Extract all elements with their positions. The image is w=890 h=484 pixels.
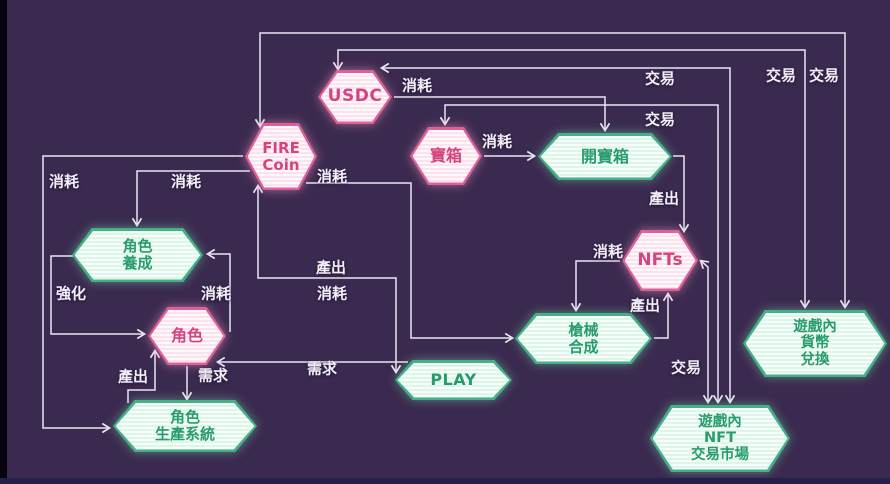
edge-label-consume-8: 消耗 — [200, 284, 232, 303]
node-nfts-border — [622, 230, 698, 291]
edge-charactercultivation-character-strengthen — [50, 255, 147, 340]
screen-edge-bottom — [0, 478, 890, 484]
node-gun-synthesis-label-line2: 合成 — [568, 337, 599, 356]
node-currency-exchange-label-line3: 兌換 — [800, 351, 830, 368]
edge-character-charactercultivation-consume — [205, 248, 231, 332]
edge-firecoin-currencyexchange-trade — [254, 32, 851, 310]
node-gun-synthesis: 槍械 合成 — [515, 313, 652, 364]
node-nft-market-border — [650, 405, 790, 472]
node-play: PLAY — [395, 360, 512, 400]
edge-label-trade-4: 交易 — [644, 110, 676, 129]
node-nft-market: 遊戲內 NFT 交易市場 — [650, 405, 790, 472]
edge-label-trade-3: 交易 — [644, 69, 676, 88]
edge-label-consume-4: 消耗 — [316, 167, 348, 186]
node-play-label: PLAY — [430, 370, 477, 390]
edge-label-produce-3: 產出 — [315, 258, 347, 277]
edge-usdc-currencyexchange-trade — [332, 49, 811, 310]
node-currency-exchange: 遊戲內 貨幣 兌換 — [743, 310, 887, 377]
edge-treasurebox-nftmarket-trade — [439, 104, 724, 405]
edge-label-trade-5: 交易 — [670, 358, 702, 377]
node-usdc-label: USDC — [327, 86, 383, 107]
edge-characterproduction-character-produce — [127, 348, 161, 403]
edge-label-consume-5: 消耗 — [316, 284, 348, 303]
node-open-treasure-box: 開寶箱 — [538, 133, 672, 180]
edge-label-consume-1: 消耗 — [401, 76, 433, 95]
node-character-cultivation-label-line2: 養成 — [122, 254, 153, 272]
edge-nfts-nftmarket-trade — [699, 259, 714, 405]
node-open-treasure-box-label: 開寶箱 — [580, 146, 629, 166]
node-character-label: 角色 — [170, 326, 203, 346]
node-nft-market-label-line1: 遊戲內 — [698, 414, 742, 431]
edge-usdc-opentreasurebox-consume — [394, 96, 611, 133]
node-currency-exchange-label-line1: 遊戲內 — [793, 319, 837, 336]
node-character-production-label-line2: 生產系統 — [154, 425, 215, 443]
node-fire-coin-label-line1: FIRE — [262, 138, 300, 157]
node-character-production-border — [113, 400, 257, 452]
edge-label-consume-3: 消耗 — [592, 242, 624, 261]
edge-label-produce-2: 產出 — [629, 296, 661, 315]
node-currency-exchange-border — [743, 310, 887, 377]
edge-firecoin-characterproduction-consume — [42, 155, 243, 434]
node-gun-synthesis-border — [515, 313, 652, 364]
edge-firecoin-charactercultivation-consume — [131, 170, 250, 228]
edge-label-consume-7: 消耗 — [170, 172, 202, 191]
node-open-treasure-box-border — [538, 133, 672, 180]
edge-label-trade-2: 交易 — [765, 66, 797, 85]
node-nft-market-label-line3: 交易市場 — [691, 446, 749, 463]
edge-play-firecoin-produce-consume — [252, 183, 402, 375]
edge-label-consume-6: 消耗 — [48, 172, 80, 191]
node-character: 角色 — [148, 307, 226, 365]
node-nft-market-label-line2: NFT — [704, 430, 736, 447]
node-character-border — [148, 307, 226, 365]
node-fire-coin-label-line2: Coin — [262, 155, 300, 174]
edge-firecoin-gunsynthesis-consume — [306, 182, 515, 344]
edge-label-trade-1: 交易 — [808, 66, 840, 85]
node-character-cultivation: 角色 養成 — [72, 228, 203, 282]
node-character-production-label-line1: 角色 — [169, 408, 200, 427]
edge-label-demand-2: 需求 — [197, 366, 229, 385]
edge-nfts-gunsynthesis-consume — [570, 260, 620, 313]
node-fire-coin-border — [245, 123, 317, 190]
node-nfts: NFTs — [622, 230, 698, 291]
node-treasure-box-label: 寶箱 — [429, 146, 462, 166]
node-fire-coin: FIRE Coin — [245, 123, 317, 190]
screen-edge-left — [0, 0, 7, 484]
node-gun-synthesis-label-line1: 槍械 — [568, 320, 599, 339]
edge-gunsynthesis-nfts-produce — [654, 291, 674, 339]
edge-label-produce-1: 產出 — [648, 189, 680, 208]
node-usdc: USDC — [318, 70, 392, 124]
edge-opentreasurebox-nfts-produce — [673, 155, 690, 234]
edge-label-strengthen: 強化 — [55, 284, 87, 303]
node-usdc-border — [318, 70, 392, 124]
edge-usdc-nftmarket-trade — [379, 62, 736, 405]
node-play-border — [395, 360, 512, 400]
edge-label-consume-2: 消耗 — [481, 132, 513, 151]
node-character-cultivation-border — [72, 228, 203, 282]
node-treasure-box-border — [410, 127, 482, 185]
node-character-production: 角色 生產系統 — [113, 400, 257, 452]
node-nfts-label: NFTs — [637, 249, 683, 270]
edge-label-produce-4: 產出 — [117, 367, 149, 386]
edge-label-demand-1: 需求 — [306, 359, 338, 378]
node-currency-exchange-label-line2: 貨幣 — [800, 335, 830, 352]
node-character-cultivation-label-line1: 角色 — [122, 237, 153, 256]
node-treasure-box: 寶箱 — [410, 127, 482, 185]
